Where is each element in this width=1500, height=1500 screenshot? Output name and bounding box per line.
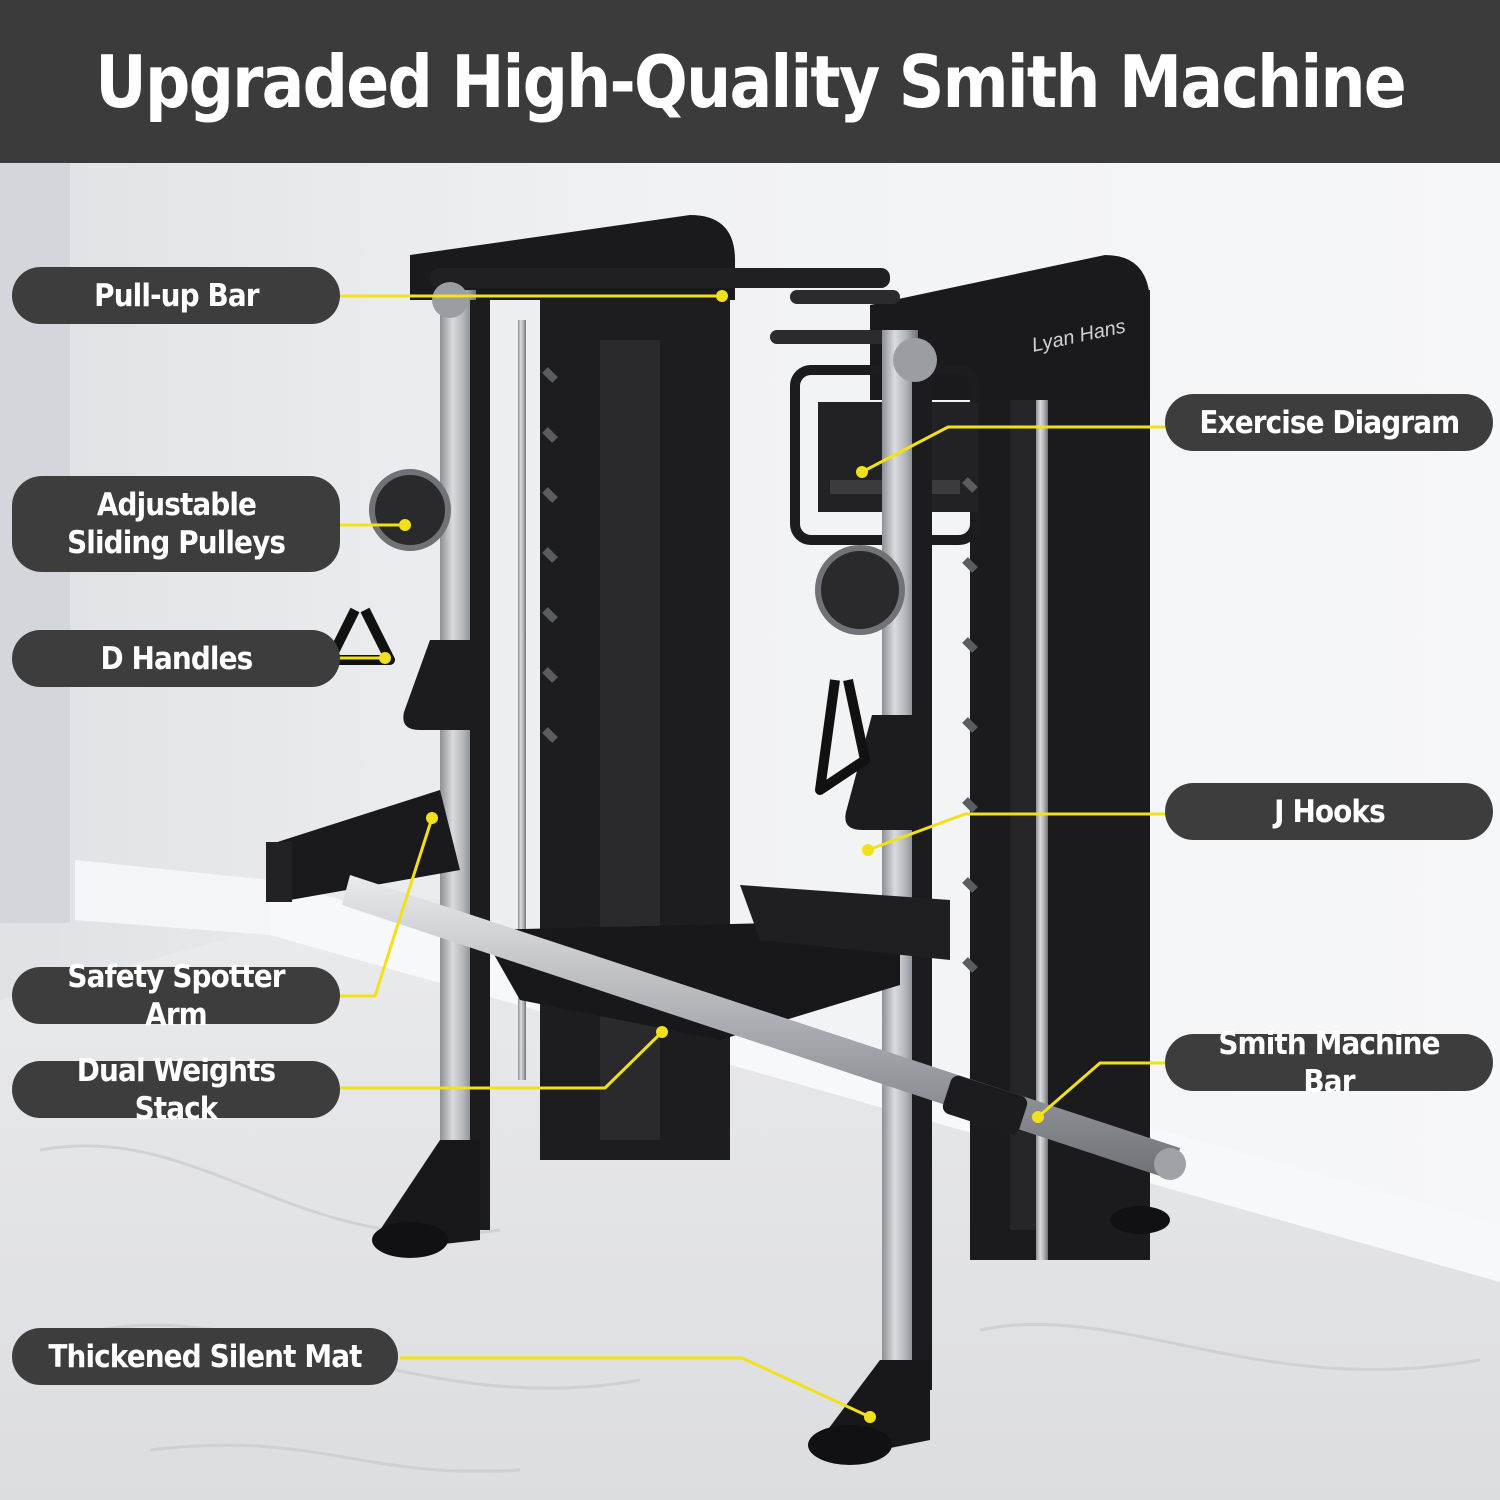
callout-thickened-silent-mat: Thickened Silent Mat xyxy=(12,1328,398,1385)
leader-silent-mat xyxy=(400,1356,871,1419)
callout-label: Exercise Diagram xyxy=(1199,404,1460,441)
callout-sliding-pulleys: Adjustable Sliding Pulleys xyxy=(12,476,340,572)
callout-label-line2: Sliding Pulleys xyxy=(67,525,286,561)
banner-title: Upgraded High-Quality Smith Machine xyxy=(95,39,1406,124)
callout-label: Safety Spotter Arm xyxy=(67,958,285,1033)
callout-dots xyxy=(379,290,1044,1423)
callout-j-hooks: J Hooks xyxy=(1165,783,1493,840)
title-banner: Upgraded High-Quality Smith Machine xyxy=(0,0,1500,163)
callout-label: J Hooks xyxy=(1273,793,1386,830)
callout-dual-weights-stack: Dual Weights Stack xyxy=(12,1053,340,1127)
leader-exercise-diagram xyxy=(861,425,1165,474)
callout-label: Smith Machine Bar xyxy=(1218,1025,1440,1100)
callout-label: D Handles xyxy=(100,640,253,677)
callout-label: Thickened Silent Mat xyxy=(48,1338,362,1375)
callout-exercise-diagram: Exercise Diagram xyxy=(1165,394,1493,451)
callout-safety-spotter-arm: Safety Spotter Arm xyxy=(12,959,340,1033)
callout-label-line1: Adjustable xyxy=(96,487,256,523)
callout-label: Pull-up Bar xyxy=(93,277,259,314)
callout-smith-machine-bar: Smith Machine Bar xyxy=(1165,1026,1493,1100)
callout-d-handles: D Handles xyxy=(12,630,340,687)
leader-j-hooks xyxy=(867,812,1165,852)
leader-dual-weights-stack xyxy=(340,1030,664,1090)
callout-pullup-bar: Pull-up Bar xyxy=(12,267,340,324)
callout-leader-lines xyxy=(340,294,1165,1419)
leader-smith-bar xyxy=(1037,1061,1165,1119)
leader-safety-spotter-arm xyxy=(340,817,434,998)
callout-label: Dual Weights Stack xyxy=(76,1052,276,1127)
